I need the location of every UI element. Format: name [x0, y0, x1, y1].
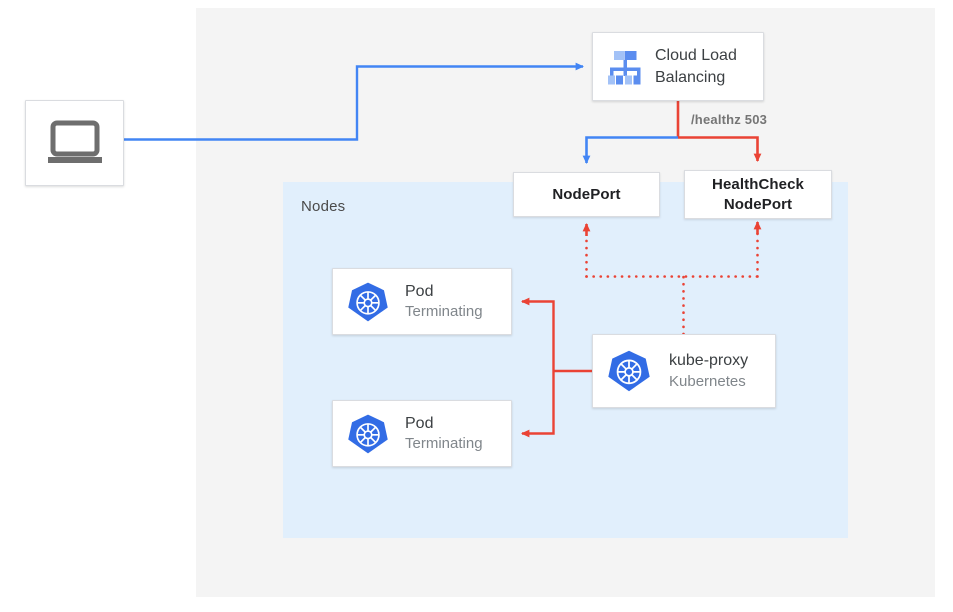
healthcheck-nodeport-label: HealthCheck NodePort: [712, 175, 804, 213]
pod-2-title: Pod: [405, 414, 434, 432]
kubernetes-icon: [607, 349, 651, 393]
kube-proxy-node[interactable]: kube-proxy Kubernetes: [592, 334, 776, 408]
healthcheck-nodeport-node[interactable]: HealthCheck NodePort: [684, 170, 832, 219]
kube-proxy-subtitle: Kubernetes: [669, 372, 746, 390]
healthz-edge-label: /healthz 503: [691, 112, 768, 127]
pod-1-title: Pod: [405, 282, 434, 300]
pod-2-subtitle: Terminating: [405, 435, 483, 453]
pod-1-node[interactable]: Pod Terminating: [332, 268, 512, 335]
clb-title-line-1: Cloud Load: [655, 46, 737, 64]
pod-2-node[interactable]: Pod Terminating: [332, 400, 512, 467]
cloud-load-balancing-label: Cloud Load Balancing: [655, 45, 737, 88]
client-node[interactable]: [25, 100, 124, 186]
pod-2-label: Pod Terminating: [405, 413, 483, 455]
laptop-icon: [44, 119, 106, 167]
kube-proxy-label: kube-proxy Kubernetes: [669, 350, 748, 392]
kubernetes-icon: [347, 281, 389, 323]
clb-title-line-2: Balancing: [655, 68, 726, 86]
cloud-load-balancing-node[interactable]: Cloud Load Balancing: [592, 32, 764, 101]
pod-1-subtitle: Terminating: [405, 303, 483, 321]
nodeport-label: NodePort: [552, 185, 621, 203]
nodeport-node[interactable]: NodePort: [513, 172, 660, 217]
kube-proxy-title: kube-proxy: [669, 352, 749, 370]
healthcheck-nodeport-line-1: HealthCheck: [712, 176, 804, 194]
nodes-region-label: Nodes: [301, 198, 346, 215]
cloud-load-balancing-icon: [601, 43, 649, 91]
kubernetes-icon: [347, 413, 389, 455]
pod-1-label: Pod Terminating: [405, 281, 483, 323]
healthcheck-nodeport-line-2: NodePort: [723, 195, 793, 213]
